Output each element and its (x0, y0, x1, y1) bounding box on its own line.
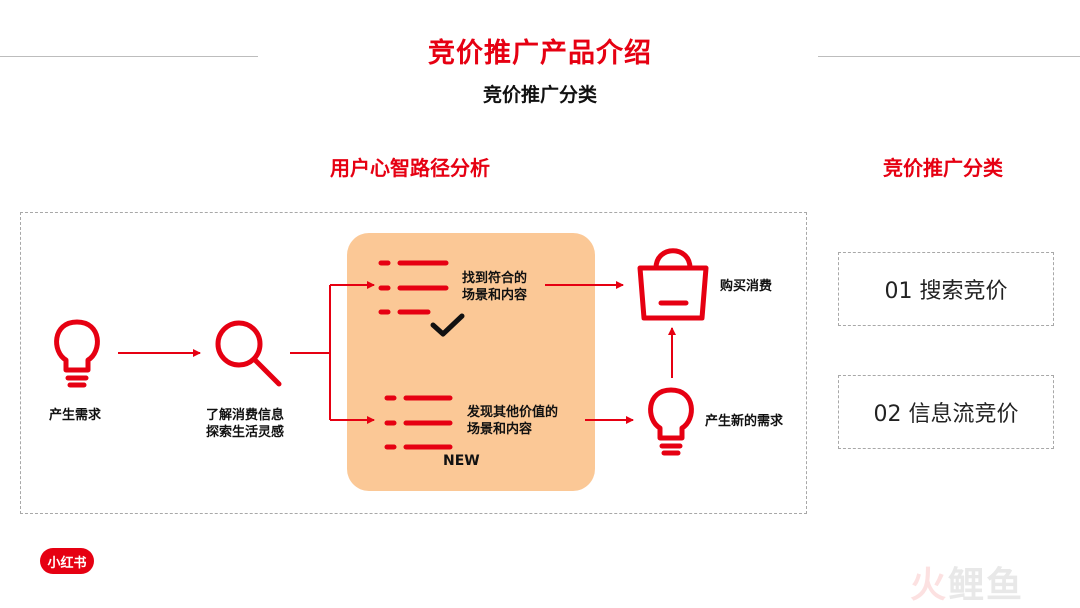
page-subtitle: 竞价推广分类 (482, 84, 597, 106)
xiaohongshu-logo: 小红书 (40, 548, 94, 574)
header-divider-right (818, 56, 1080, 57)
checkmark-icon (430, 313, 465, 337)
watermark-part2: 鲤鱼 (948, 565, 1025, 606)
step-discover-label: 发现其他价值的 场景和内容 (467, 404, 558, 438)
step-find-label: 找到符合的 场景和内容 (462, 270, 527, 304)
step-need-label: 产生需求 (30, 407, 120, 424)
lightbulb-icon (54, 319, 100, 388)
step-new-need-label: 产生新的需求 (705, 414, 784, 429)
new-badge: NEW (443, 453, 480, 469)
step-need-text: 产生需求 (48, 408, 101, 423)
watermark-part1: 火 (910, 565, 949, 606)
header-divider-left (0, 56, 258, 57)
category-feed-bidding: 02 信息流竞价 (838, 375, 1054, 449)
category-section-title: 竞价推广分类 (883, 156, 1003, 180)
user-path-section-title: 用户心智路径分析 (330, 156, 490, 180)
shopping-basket-icon (637, 248, 709, 321)
page-title: 竞价推广产品介绍 (428, 38, 652, 69)
category-search-bidding: 01 搜索竞价 (838, 252, 1054, 326)
lightbulb-new-need-icon (648, 387, 694, 456)
list-icon-discover (384, 395, 453, 450)
user-path-diagram (20, 212, 807, 514)
step-discover-line2: 场景和内容 (467, 422, 533, 437)
step-explore-line2: 探索生活灵感 (205, 425, 284, 440)
watermark: 火鲤鱼 (910, 556, 1024, 608)
list-icon-found (378, 260, 449, 315)
branch-connector (290, 281, 375, 424)
step-explore-line1: 了解消费信息 (205, 408, 284, 423)
step-find-line2: 场景和内容 (462, 288, 528, 303)
step-discover-line1: 发现其他价值的 (467, 405, 559, 420)
search-icon (215, 320, 282, 387)
step-buy-label: 购买消费 (720, 279, 773, 294)
step-explore-label: 了解消费信息 探索生活灵感 (190, 407, 300, 441)
step-find-line1: 找到符合的 (462, 271, 528, 286)
